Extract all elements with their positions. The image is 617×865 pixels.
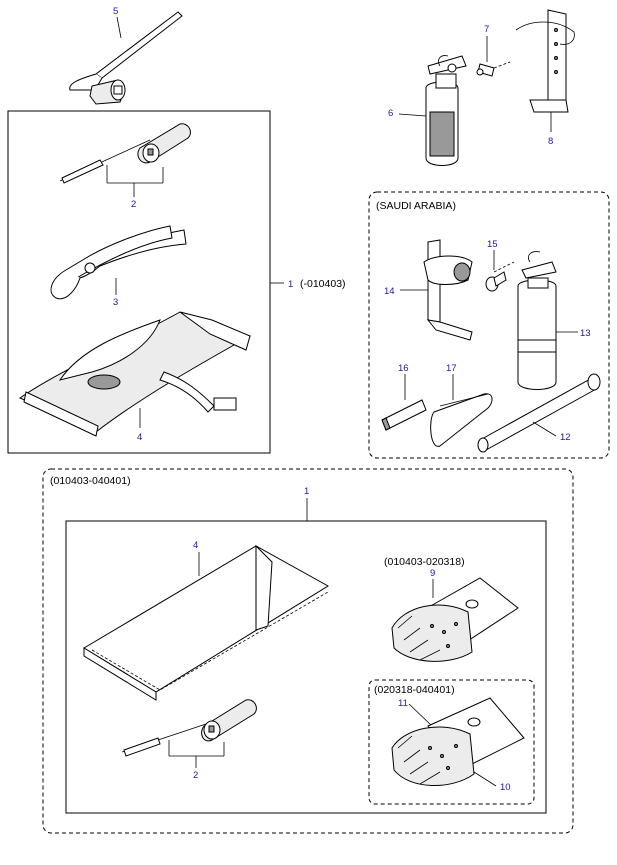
callout-1-top: 1 [288, 279, 293, 290]
pin-illustration-saudi [485, 261, 515, 292]
tool-bag-illustration-bottom [83, 544, 329, 701]
callout-17: 17 [446, 363, 457, 374]
mounting-bracket-illustration-saudi [423, 239, 473, 341]
saudi-arabia-box [368, 191, 610, 459]
callout-5: 5 [113, 6, 118, 17]
tool-kit-box-later [42, 468, 574, 834]
fire-extinguisher-illustration-saudi [517, 251, 557, 390]
callout-4-top: 4 [137, 432, 142, 443]
callout-2-top: 2 [131, 199, 136, 210]
callout-13: 13 [580, 328, 591, 339]
callout-12: 12 [560, 432, 571, 443]
saudi-arabia-title: (SAUDI ARABIA) [376, 200, 456, 212]
gloves-later-box [368, 679, 535, 805]
callout-2-bottom: 2 [193, 770, 198, 781]
case-illustration-17 [430, 393, 493, 447]
callout-3: 3 [113, 297, 118, 308]
tool-kit-box-early [7, 110, 271, 454]
callout-1-bottom: 1 [304, 486, 309, 497]
callout-7: 7 [484, 24, 489, 35]
callout-14: 14 [384, 286, 395, 297]
gloves-illustration-9 [391, 577, 519, 662]
callout-1-top-range: (-010403) [300, 278, 346, 290]
callout-10: 10 [500, 782, 511, 793]
mounting-bracket-illustration-top [515, 9, 575, 113]
screwdriver-illustration-top [59, 123, 191, 184]
callout-8: 8 [548, 136, 553, 147]
callout-15: 15 [487, 239, 498, 250]
range-020318-040401-title: (020318-040401) [374, 684, 455, 696]
wheel-wrench-illustration [69, 11, 183, 105]
small-part-illustration-16 [381, 399, 427, 431]
callout-6: 6 [388, 108, 393, 119]
hose-tube-illustration-saudi [477, 373, 601, 453]
screw-illustration-top [476, 61, 511, 77]
range-010403-040401-title: (010403-040401) [50, 475, 131, 487]
screwdriver-illustration-bottom [121, 699, 257, 757]
range-010403-020318-title: (010403-020318) [384, 556, 465, 568]
tool-kit-inner-box [65, 520, 547, 814]
callout-16: 16 [398, 363, 409, 374]
tool-bag-illustration-top [18, 311, 252, 437]
pliers-illustration [50, 225, 187, 300]
callout-9: 9 [430, 568, 435, 579]
callout-4-bottom: 4 [193, 540, 198, 551]
callout-11: 11 [398, 698, 408, 709]
fire-extinguisher-illustration-top [425, 55, 467, 166]
gloves-illustration-10-11 [391, 697, 525, 786]
